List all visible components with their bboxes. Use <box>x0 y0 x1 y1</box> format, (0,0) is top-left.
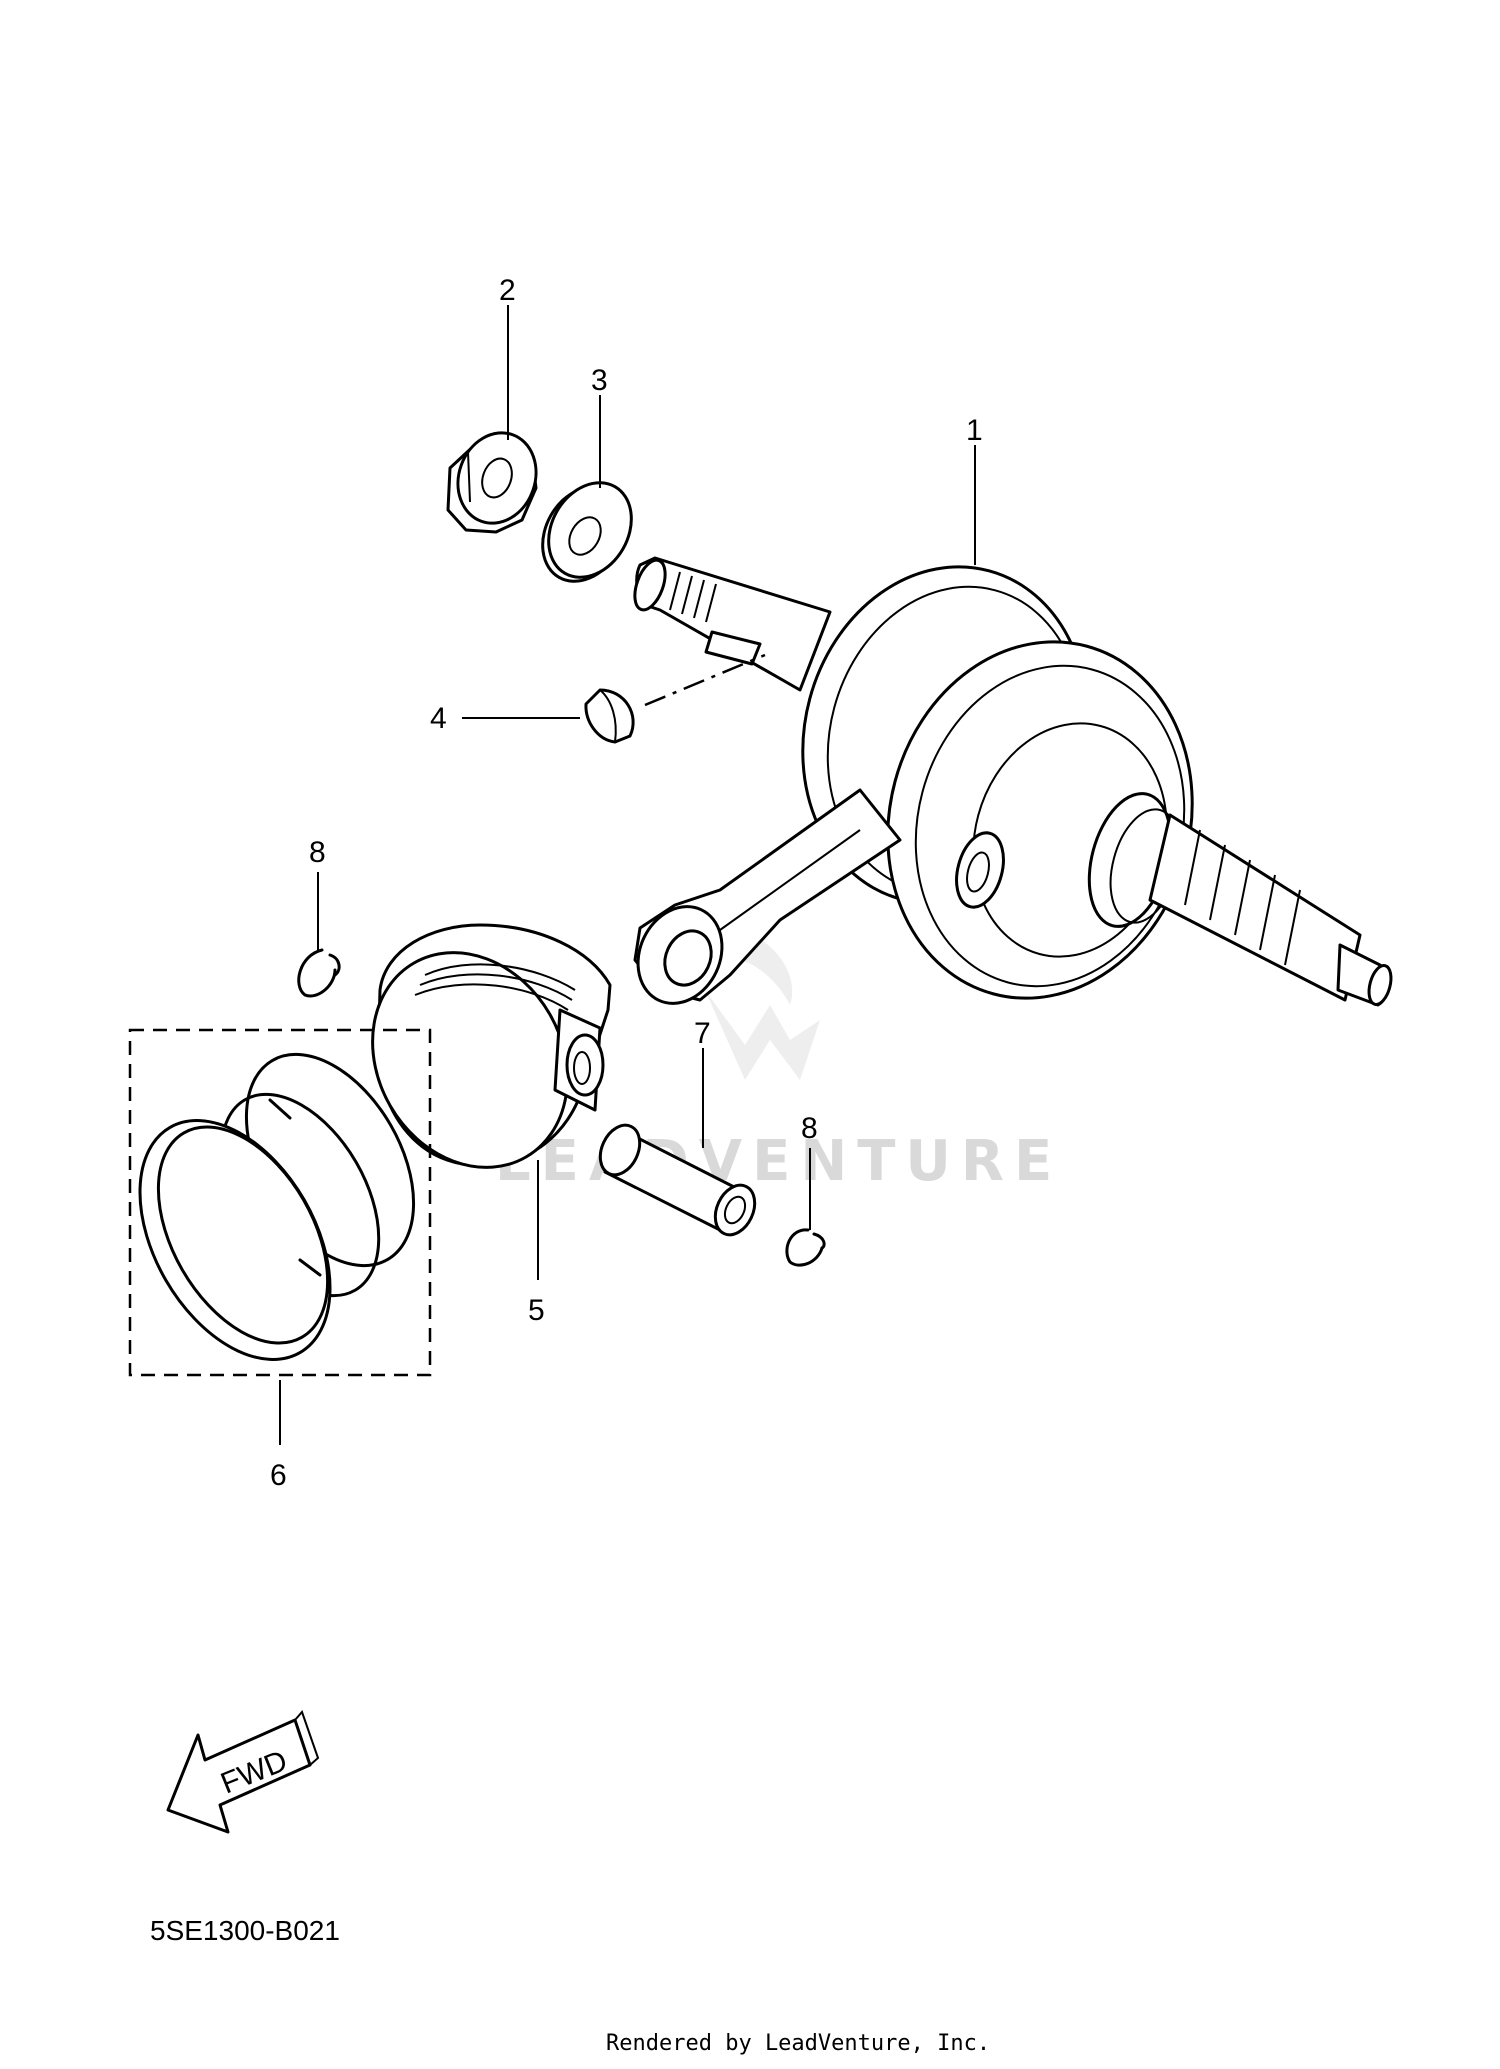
part-8-circlip-lower[interactable] <box>785 1228 826 1267</box>
part-7-piston-pin[interactable] <box>593 1119 763 1241</box>
callout-6: 6 <box>270 1459 287 1492</box>
ring-set-dashed-box <box>128 1028 432 1377</box>
callout-8-upper: 8 <box>309 836 326 869</box>
callout-5: 5 <box>528 1294 545 1327</box>
rendered-by-footer: Rendered by LeadVenture, Inc. <box>606 2031 990 2056</box>
callout-4: 4 <box>430 702 447 735</box>
callout-8-lower: 8 <box>801 1112 818 1145</box>
callout-3: 3 <box>591 364 608 397</box>
callout-leaders <box>279 305 976 1445</box>
part-2-nut[interactable] <box>446 422 549 534</box>
part-3-washer[interactable] <box>526 468 648 597</box>
fwd-arrow-icon: FWD <box>166 1710 320 1834</box>
diagram-code: 5SE1300-B021 <box>150 1915 340 1946</box>
watermark-text: LEADVENTURE <box>495 1129 1062 1194</box>
callout-1: 1 <box>966 414 983 447</box>
callout-7: 7 <box>694 1017 711 1050</box>
part-5-piston[interactable] <box>334 917 612 1203</box>
part-4-key[interactable] <box>584 688 635 744</box>
part-6-piston-ring-set[interactable] <box>101 1025 448 1392</box>
part-8-circlip-upper[interactable] <box>297 948 341 998</box>
part-1-crankshaft[interactable] <box>623 535 1395 1033</box>
key-alignment-line <box>644 653 766 707</box>
callout-2: 2 <box>499 274 516 307</box>
callout-labels: 1 2 3 4 5 6 7 8 8 <box>270 274 983 1492</box>
